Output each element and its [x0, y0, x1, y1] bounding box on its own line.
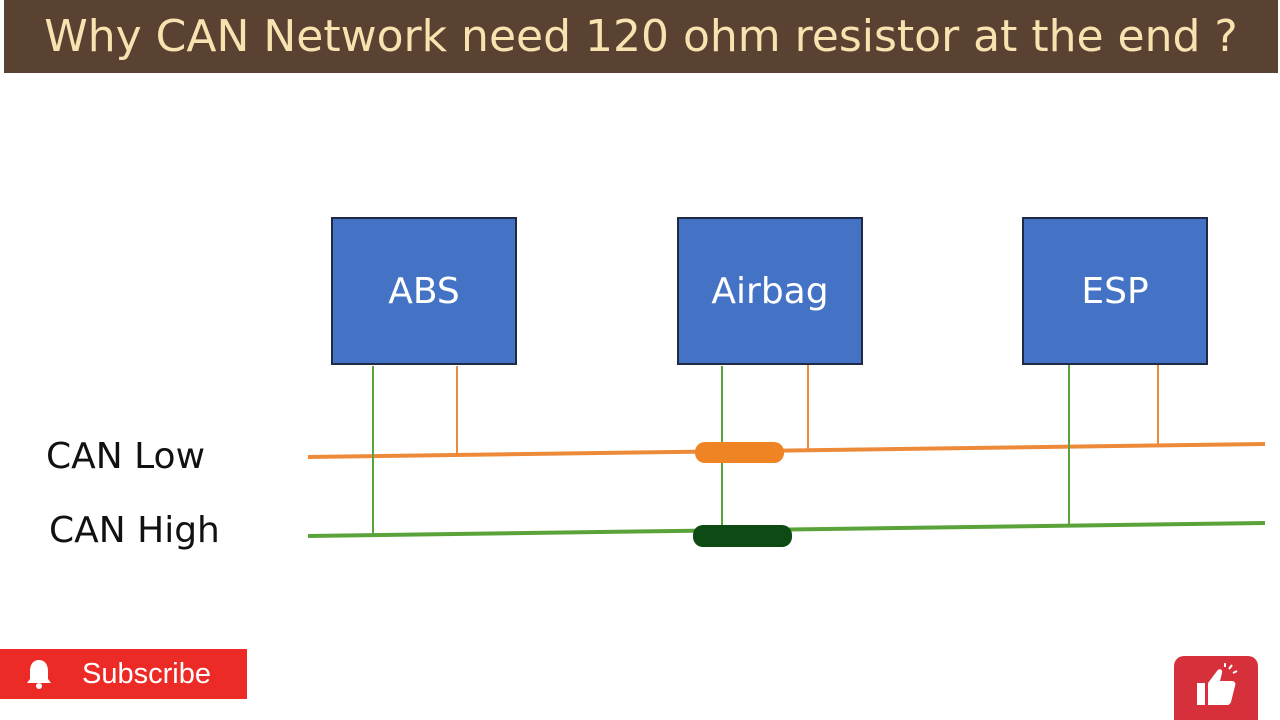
- ecu-airbag-box: Airbag: [677, 217, 863, 365]
- bell-icon: [24, 657, 54, 691]
- can-low-label: CAN Low: [46, 436, 206, 477]
- title-bar: Why CAN Network need 120 ohm resistor at…: [4, 0, 1278, 73]
- ecu-esp-box: ESP: [1022, 217, 1208, 365]
- ecu-abs-box: ABS: [331, 217, 517, 365]
- page-title: Why CAN Network need 120 ohm resistor at…: [44, 11, 1238, 62]
- thumbs-up-icon: [1193, 663, 1239, 713]
- can-high-connector: [693, 525, 792, 547]
- ecu-abs-label: ABS: [388, 270, 460, 312]
- subscribe-label: Subscribe: [82, 657, 211, 690]
- ecu-airbag-label: Airbag: [711, 270, 829, 312]
- subscribe-button[interactable]: Subscribe: [0, 649, 247, 699]
- can-low-connector: [695, 442, 784, 463]
- like-button[interactable]: [1174, 656, 1258, 720]
- can-high-label: CAN High: [49, 510, 220, 551]
- can-low-line: [307, 442, 1266, 459]
- ecu-esp-label: ESP: [1081, 270, 1149, 312]
